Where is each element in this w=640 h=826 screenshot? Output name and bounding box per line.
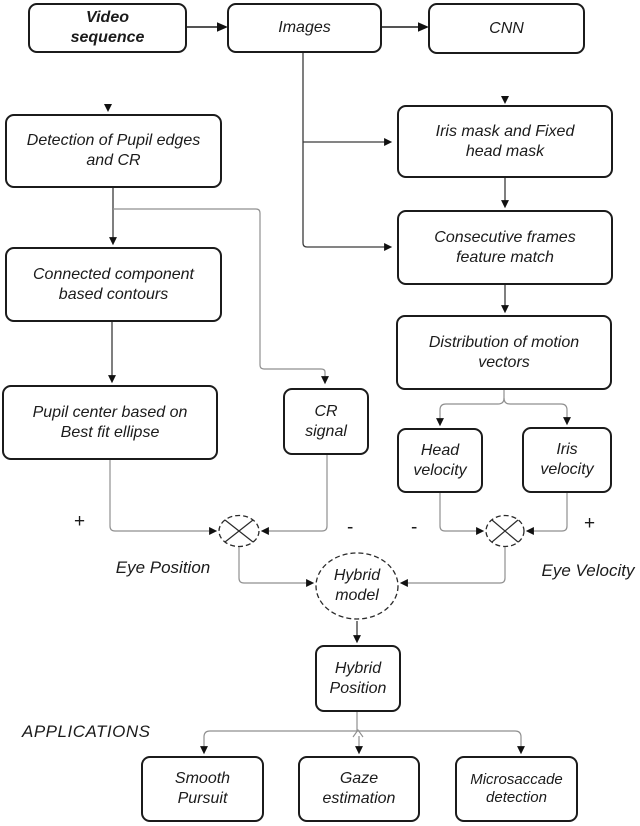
plus-sign-pupil-input: + (74, 511, 86, 532)
node-detection-pupil-edges: Detection of Pupil edges and CR (5, 114, 222, 188)
arrow-distribution-to-head-velocity (436, 390, 505, 427)
applications-label: APPLICATIONS (22, 722, 151, 741)
arrowhead-into-iris-mask (501, 96, 509, 104)
node-pupil-center: Pupil center based on Best fit ellipse (2, 385, 218, 460)
node-smooth-pursuit: Smooth Pursuit (141, 756, 264, 822)
node-microsaccade-detection: Microsaccade detection (455, 756, 578, 822)
node-cr-signal: CR signal (283, 388, 369, 455)
node-cnn-label: CNN (489, 19, 524, 37)
arrow-distribution-to-iris-velocity (503, 397, 571, 426)
arrow-position-junction-to-hybrid-model (238, 547, 315, 587)
arrow-detection-to-cr-signal (113, 208, 329, 385)
node-video-sequence: Video sequence (28, 3, 187, 53)
node-iris-mask-label: Iris mask and Fixed head mask (435, 122, 575, 160)
node-connected-components: Connected component based contours (5, 247, 222, 322)
arrow-iris-velocity-to-velocity-junction (525, 493, 568, 535)
node-distribution-label: Distribution of motion vectors (428, 333, 580, 371)
minus-sign-cr-input: - (347, 517, 354, 538)
node-iris-velocity-label: Iris velocity (540, 441, 594, 478)
node-consecutive-frames: Consecutive frames feature match (397, 210, 613, 285)
node-smooth-pursuit-label: Smooth Pursuit (174, 770, 231, 807)
node-images-label: Images (278, 19, 331, 37)
node-hybrid-model: Hybrid model (316, 554, 398, 618)
eye-position-label: Eye Position (115, 558, 211, 577)
node-gaze-estimation-label: Gaze estimation (322, 770, 396, 807)
node-hybrid-position-label: Hybrid Position (329, 659, 387, 697)
plus-sign-iris-input: + (584, 513, 596, 534)
node-video-sequence-label: Video sequence (70, 9, 145, 46)
minus-sign-head-input: - (411, 517, 418, 538)
node-gaze-estimation: Gaze estimation (298, 756, 420, 822)
node-detection-label: Detection of Pupil edges and CR (26, 132, 201, 169)
node-motion-vectors: Distribution of motion vectors (396, 315, 612, 390)
node-head-velocity: Head velocity (397, 428, 483, 493)
eye-velocity-label: Eye Velocity (541, 561, 635, 580)
arrow-head-velocity-to-velocity-junction (439, 493, 485, 535)
arrow-cr-signal-to-position-junction (260, 455, 328, 535)
node-cnn: CNN (428, 3, 585, 54)
velocity-junction-icon (485, 514, 525, 548)
node-iris-velocity: Iris velocity (522, 427, 612, 493)
node-cr-signal-label: CR signal (305, 402, 347, 440)
arrowhead-into-detection (104, 104, 112, 112)
node-images: Images (227, 3, 382, 53)
arrow-hybrid-position-to-applications (200, 712, 525, 755)
arrow-velocity-junction-to-hybrid-model (399, 547, 506, 587)
hybrid-model-ellipse (315, 552, 399, 620)
position-junction-icon (218, 514, 260, 548)
node-hybrid-model-label: Hybrid model (333, 567, 381, 604)
node-connected-label: Connected component based contours (33, 265, 194, 303)
node-head-velocity-label: Head velocity (413, 441, 467, 479)
node-consecutive-label: Consecutive frames feature match (434, 228, 576, 266)
node-iris-mask: Iris mask and Fixed head mask (397, 105, 613, 178)
arrow-images-to-consecutive (302, 53, 393, 251)
node-pupil-center-label: Pupil center based on Best fit ellipse (32, 403, 188, 441)
arrow-pupil-center-to-position-junction (109, 460, 218, 535)
node-hybrid-position: Hybrid Position (315, 645, 401, 712)
node-microsaccade-label: Microsaccade detection (470, 770, 563, 806)
